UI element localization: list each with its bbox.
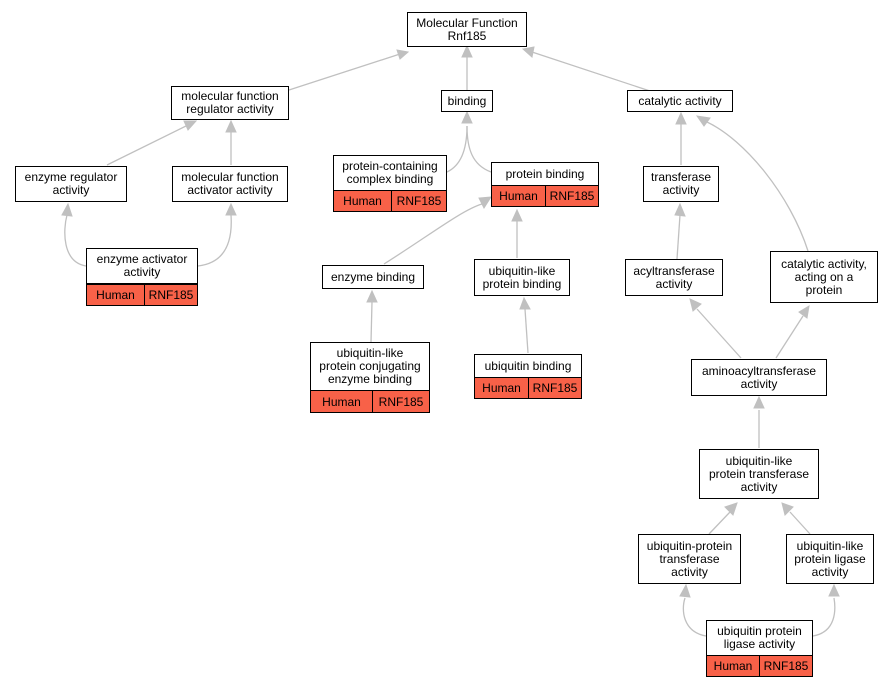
edge-acyl-transferase [676,214,681,260]
go-term-molecular-function[interactable]: Molecular Function Rnf185 [407,12,527,47]
annotation-gene: RNF185 [763,659,809,673]
go-term-ubiquitin-like-protein-binding[interactable]: ubiquitin-like protein binding [474,259,570,296]
go-term-ubiquitin-like-protein-conjugating-enzyme-binding[interactable]: ubiquitin-like protein conjugating enzym… [310,342,430,391]
go-term-ubiquitin-like-protein-ligase-activity[interactable]: ubiquitin-like protein ligase activity [786,534,874,584]
go-term-enzyme-binding[interactable]: enzyme binding [322,265,424,289]
edge-upta-ulpta [708,511,731,535]
go-term-catalytic-activity-acting-on-a-protein[interactable]: catalytic activity, acting on a protein [770,251,878,303]
edge-ubb-ulpb [524,308,529,354]
arrowhead-aminoacyl-acyl [689,298,702,312]
arrowhead-enzact-enzreg [61,202,73,217]
annotation-gene: RNF185 [532,381,578,395]
arrowhead-transferase-catalytic [675,111,687,125]
edge-enzbind-pb [383,203,483,265]
edge-ulpceb-enzbind [370,301,373,343]
arrowhead-binding-root [461,44,473,58]
annotation-gene: RNF185 [396,194,442,208]
arrowhead-acyl-transferase [674,202,686,217]
edge-ulpla-ulpta [789,511,811,535]
annotation-gene: RNF185 [378,394,424,409]
annotation-organism: Human [475,378,529,398]
edge-caop-catalytic [706,121,809,252]
go-term-enzyme-regulator-activity[interactable]: enzyme regulator activity [15,166,127,202]
annotation-protein-containing-complex-binding[interactable]: Human RNF185 [333,190,447,212]
arrowhead-caop-catalytic [695,115,711,127]
annotation-ubiquitin-like-protein-conjugating-enzyme-binding[interactable]: Human RNF185 [310,390,430,413]
arrowhead-ulpla-ulpta [781,502,794,516]
go-term-ubiquitin-like-protein-transferase-activity[interactable]: ubiquitin-like protein transferase activ… [699,449,819,499]
edge-enzact-enzreg [64,214,87,267]
arrowhead-ulpceb-enzbind [366,289,378,303]
edge-catalytic-root [531,51,651,92]
annotation-ubiquitin-binding[interactable]: Human RNF185 [474,377,582,399]
edge-enzact-mfaa [197,214,232,267]
edge-aminoacyl-caop [775,315,804,359]
go-term-protein-containing-complex-binding[interactable]: protein-containing complex binding [333,155,447,191]
edge-pb-binding [466,125,492,173]
go-term-ubiquitin-binding[interactable]: ubiquitin binding [474,354,582,378]
arrowhead-upla-ulpla [828,583,840,597]
edge-upla-upta [682,597,707,637]
edge-mfra-root [288,53,401,91]
go-term-aminoacyltransferase-activity[interactable]: aminoacyltransferase activity [691,359,827,396]
annotation-organism: Human [311,391,373,412]
arrowhead-ulpta-aminoacyl [753,395,765,409]
arrowhead-pccb-binding [461,110,473,124]
annotation-organism: Human [492,186,546,206]
arrowhead-ulpb-pb [511,208,523,222]
go-term-binding[interactable]: binding [441,90,493,112]
arrowhead-enzbind-pb [478,196,492,210]
arrowhead-mfra-root [396,49,410,60]
annotation-gene: RNF185 [549,189,595,203]
arrowhead-catalytic-root [521,46,535,58]
annotation-organism: Human [334,191,392,211]
go-term-ubiquitin-protein-transferase-activity[interactable]: ubiquitin-protein transferase activity [638,534,741,584]
arrowhead-enzreg-mfra [183,120,198,131]
go-term-molecular-function-regulator-activity[interactable]: molecular function regulator activity [171,86,289,120]
arrowhead-upla-upta [679,583,691,598]
annotation-enzyme-activator-activity[interactable]: Human RNF185 [86,284,198,306]
arrowhead-upta-ulpta [724,502,738,516]
go-term-transferase-activity[interactable]: transferase activity [643,166,719,202]
go-term-catalytic-activity[interactable]: catalytic activity [627,90,733,112]
arrowhead-mfaa-mfra [225,119,237,133]
arrowhead-aminoacyl-caop [798,305,810,319]
go-term-acyltransferase-activity[interactable]: acyltransferase activity [625,259,723,296]
go-term-protein-binding[interactable]: protein binding [491,162,599,186]
annotation-protein-binding[interactable]: Human RNF185 [491,185,599,207]
go-term-enzyme-activator-activity[interactable]: enzyme activator activity [86,248,198,284]
edge-pccb-binding [446,125,468,173]
arrowhead-ubb-ulpb [519,296,531,310]
annotation-gene: RNF185 [148,288,194,302]
annotation-ubiquitin-protein-ligase-activity[interactable]: Human RNF185 [706,655,813,677]
edge-upla-ulpla [812,597,836,637]
edge-aminoacyl-acyl [696,308,742,359]
edge-enzreg-mfra [106,125,187,166]
annotation-organism: Human [707,656,760,676]
annotation-organism: Human [87,285,145,305]
go-term-ubiquitin-protein-ligase-activity[interactable]: ubiquitin protein ligase activity [706,620,813,656]
arrowhead-enzact-mfaa [225,202,237,216]
go-term-molecular-function-activator-activity[interactable]: molecular function activator activity [172,166,288,202]
